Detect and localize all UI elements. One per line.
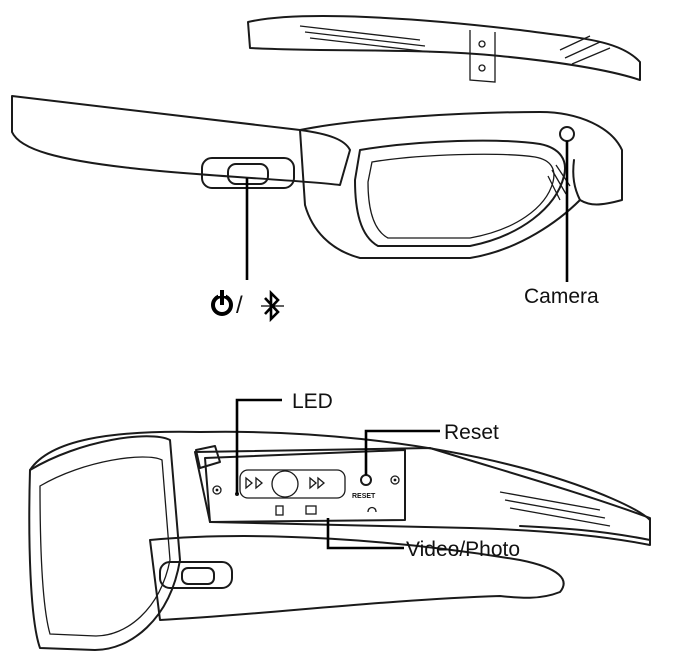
camera-label: Camera [524, 285, 599, 308]
video-photo-label: Video/Photo [406, 538, 520, 561]
power-bluetooth-separator: / [236, 292, 243, 319]
reset-button-text: RESET [352, 493, 376, 500]
bluetooth-icon [261, 289, 284, 323]
reset-label: Reset [444, 421, 499, 444]
camera-lens-icon [559, 126, 575, 142]
glasses-top-view [11, 15, 641, 282]
glasses-bottom-view: RESET [28, 398, 651, 651]
led-label: LED [292, 390, 333, 413]
power-icon [211, 290, 233, 316]
